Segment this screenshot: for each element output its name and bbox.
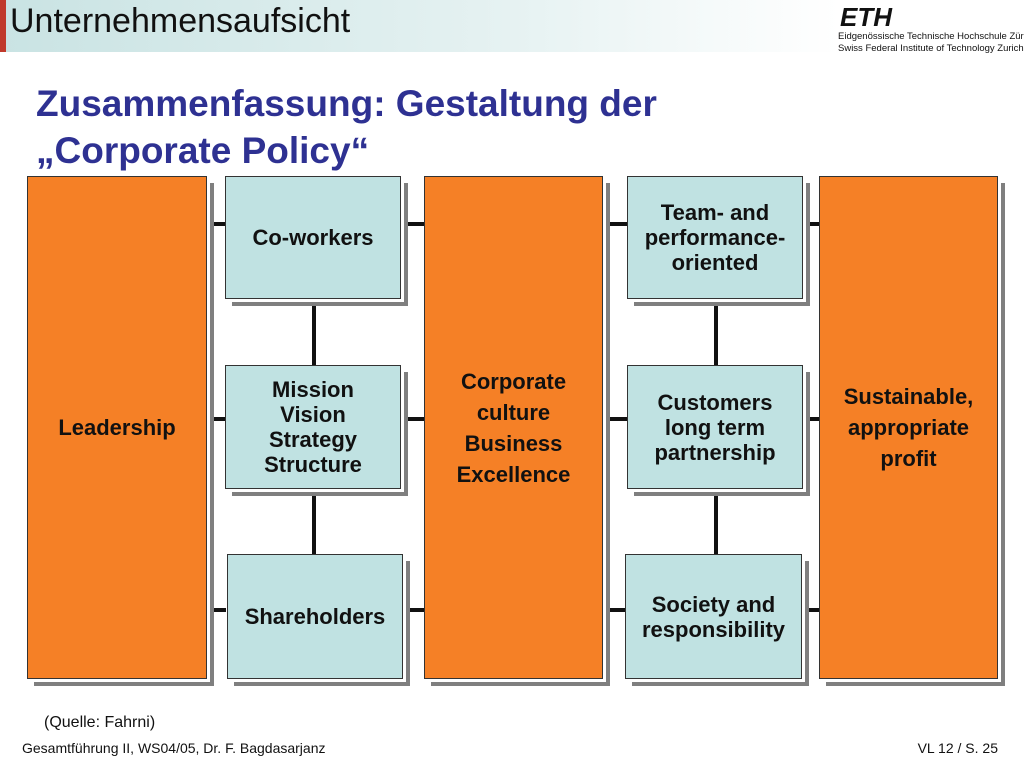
header-accent-bar: [0, 0, 6, 52]
vision-text: Vision: [280, 402, 346, 427]
long-term-text: long term: [664, 414, 766, 440]
coworkers-text: Co-workers: [252, 224, 374, 250]
profit-label: Sustainable, appropriate profit: [844, 381, 974, 474]
team-performance-box: Team- and performance- oriented: [627, 176, 803, 299]
oriented-text: oriented: [671, 250, 759, 275]
shareholders-box: Shareholders: [227, 554, 403, 679]
shareholders-text: Shareholders: [244, 603, 386, 629]
structure-text: Structure: [264, 452, 362, 477]
footer-course-info: Gesamtführung II, WS04/05, Dr. F. Bagdas…: [22, 740, 326, 756]
culture-text: culture: [476, 399, 551, 425]
customers-text: Customers: [657, 389, 773, 415]
eth-logo: ETH: [840, 4, 893, 30]
corporate-culture-label: Corporate culture Business Excellence: [457, 366, 571, 490]
mission-vision-strategy-structure-box: Mission Vision Strategy Structure: [225, 365, 401, 489]
leadership-label: Leadership: [58, 413, 175, 443]
sustainable-text: Sustainable,: [843, 384, 974, 409]
partnership-text: partnership: [654, 439, 776, 465]
coworkers-label: Co-workers: [252, 225, 373, 251]
society-text: Society and: [651, 591, 776, 617]
slide-title-line-2: „Corporate Policy“: [36, 130, 370, 171]
strategy-text: Strategy: [268, 427, 358, 452]
coworkers-box: Co-workers: [225, 176, 401, 299]
slide-title: Zusammenfassung: Gestaltung der „Corpora…: [36, 80, 657, 174]
mission-text: Mission: [272, 377, 354, 402]
leadership-text: Leadership: [58, 414, 176, 440]
header-band: [0, 0, 1024, 52]
profit-text: profit: [880, 446, 937, 471]
team-text: Team- and: [660, 200, 770, 225]
header-title: Unternehmensaufsicht: [10, 2, 351, 40]
appropriate-text: appropriate: [847, 415, 970, 440]
corporate-culture-box: Corporate culture Business Excellence: [424, 176, 603, 679]
society-responsibility-box: Society and responsibility: [625, 554, 802, 679]
footer-page-number: VL 12 / S. 25: [917, 740, 998, 756]
customers-partnership-box: Customers long term partnership: [627, 365, 803, 489]
performance-text: performance-: [644, 225, 786, 250]
mission-label: Mission Vision Strategy Structure: [264, 377, 362, 477]
society-label: Society and responsibility: [642, 592, 785, 642]
excellence-text: Excellence: [456, 461, 571, 487]
responsibility-text: responsibility: [641, 616, 786, 642]
institution-name-en: Swiss Federal Institute of Technology Zu…: [838, 43, 1024, 54]
leadership-box: Leadership: [27, 176, 207, 679]
customers-label: Customers long term partnership: [654, 390, 775, 465]
source-footnote: (Quelle: Fahrni): [44, 714, 156, 731]
team-performance-label: Team- and performance- oriented: [645, 200, 786, 275]
eth-logo-text: ETH: [840, 4, 893, 30]
institution-name-de: Eidgenössische Technische Hochschule Zür…: [838, 31, 1024, 42]
shareholders-label: Shareholders: [245, 604, 386, 630]
corporate-text: Corporate: [460, 368, 567, 394]
profit-box: Sustainable, appropriate profit: [819, 176, 998, 679]
business-text: Business: [464, 430, 563, 456]
slide-title-line-1: Zusammenfassung: Gestaltung der: [36, 83, 657, 124]
